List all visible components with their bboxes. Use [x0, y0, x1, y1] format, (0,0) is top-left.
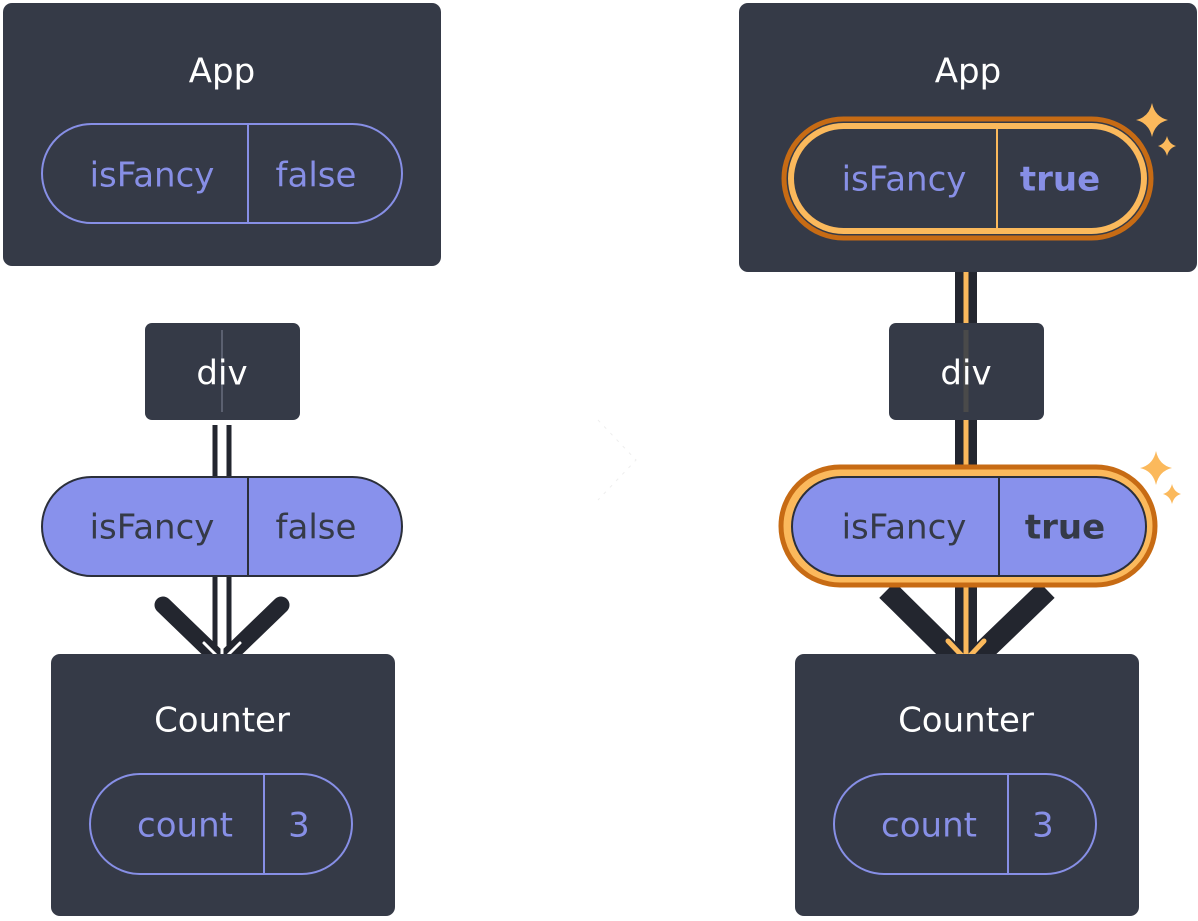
state-pill-isfancy: isFancy false	[41, 123, 403, 224]
div-title: div	[196, 354, 247, 394]
prop-value: false	[276, 508, 357, 548]
state-pill-count: count 3	[89, 773, 353, 875]
right-prop-arrow	[879, 235, 1055, 679]
state-value: true	[1020, 160, 1100, 200]
sparkle-icon	[1140, 451, 1181, 504]
state-value: 3	[288, 806, 310, 846]
counter-component-box: Counter count 3	[51, 654, 395, 916]
state-value: false	[276, 156, 357, 196]
counter-component-box: Counter count 3	[795, 654, 1139, 916]
counter-title: Counter	[898, 701, 1034, 741]
div-title: div	[940, 354, 991, 394]
prop-pill-isfancy: isFancy false	[41, 476, 403, 577]
app-title: App	[935, 52, 1001, 92]
arrow-right-icon	[597, 419, 637, 501]
state-name: isFancy	[90, 156, 215, 196]
state-name: count	[137, 806, 233, 846]
prop-pill-isfancy-highlighted: isFancy true	[778, 451, 1181, 588]
prop-value: true	[1025, 508, 1105, 548]
app-component-box: App isFancy false	[3, 3, 441, 266]
state-pill-isfancy-highlighted: isFancy true	[781, 116, 1154, 241]
div-box: div	[889, 323, 1044, 420]
counter-title: Counter	[154, 701, 290, 741]
app-title: App	[189, 52, 255, 92]
state-name: isFancy	[842, 160, 967, 200]
state-value: 3	[1032, 806, 1054, 846]
prop-name: isFancy	[842, 508, 967, 548]
sparkle-icon	[1136, 103, 1176, 156]
state-pill-count: count 3	[833, 773, 1097, 875]
div-box: div	[145, 323, 300, 420]
app-component-box: App isFancy true	[739, 3, 1197, 272]
state-name: count	[881, 806, 977, 846]
prop-name: isFancy	[90, 508, 215, 548]
right-tree: App isFancy true div isFancy true	[739, 3, 1197, 916]
left-tree: App isFancy false div isFancy false Coun…	[3, 3, 441, 916]
